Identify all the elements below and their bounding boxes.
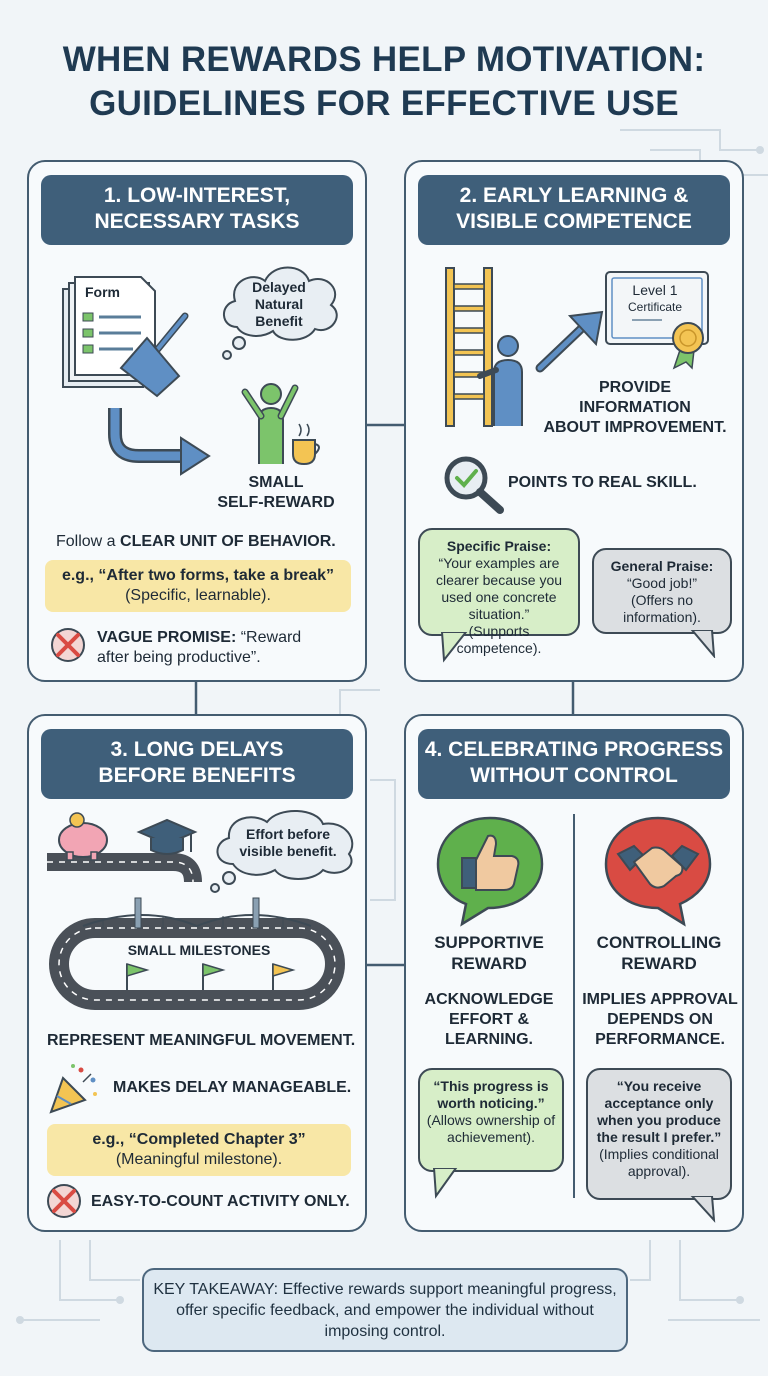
general-praise-bubble: General Praise: “Good job!” (Offers no i… [592, 548, 732, 634]
handshake-icon [604, 816, 712, 927]
milestone-example: e.g., “Completed Chapter 3” (Meaningful … [47, 1124, 351, 1176]
panel-2-header: 2. EARLY LEARNING & VISIBLE COMPETENCE [418, 175, 730, 245]
provide-information-label: PROVIDE INFORMATION ABOUT IMPROVEMENT. [543, 379, 727, 436]
effort-before-benefit-thought: Effort before visible benefit. [239, 826, 337, 859]
x-mark-icon [47, 1184, 81, 1218]
page-title: WHEN REWARDS HELP MOTIVATION: GUIDELINES… [0, 38, 768, 126]
title-line-1: WHEN REWARDS HELP MOTIVATION: [62, 40, 706, 79]
controlling-quote-tail [690, 1196, 716, 1223]
thumbs-up-icon [436, 816, 544, 927]
form-label: Form [85, 284, 120, 300]
acknowledge-effort: ACKNOWLEDGE EFFORT & LEARNING. [424, 991, 554, 1048]
ladder-climber-icon [445, 267, 523, 427]
supportive-reward-label: SUPPORTIVE REWARD [434, 933, 544, 973]
easy-to-count-warning: EASY-TO-COUNT ACTIVITY ONLY. [91, 1193, 350, 1210]
vague-promise-warning: VAGUE PROMISE: “Reward after being produ… [97, 629, 302, 666]
supportive-quote-tail [432, 1168, 458, 1199]
general-praise-tail [690, 630, 716, 658]
milestone-road-icon [47, 812, 345, 1010]
points-to-real-skill: POINTS TO REAL SKILL. [508, 474, 697, 491]
certificate-text: Level 1 Certificate [627, 282, 683, 314]
certificate-icon [605, 271, 709, 370]
implies-approval: IMPLIES APPROVAL DEPENDS ON PERFORMANCE. [582, 991, 738, 1048]
thought-cloud-icon [222, 266, 338, 360]
key-takeaway-box: KEY TAKEAWAY: Effective rewards support … [142, 1268, 628, 1352]
panel-4-header: 4. CELEBRATING PROGRESS WITHOUT CONTROL [418, 729, 730, 799]
specific-praise-tail [440, 632, 468, 663]
curved-arrow-icon [108, 408, 211, 476]
column-divider [573, 814, 575, 1198]
small-self-reward-label: SMALL SELF-REWARD [217, 474, 335, 511]
panel-long-delays: 3. LONG DELAYS BEFORE BENEFITS [27, 714, 367, 1232]
form-stack-icon [62, 276, 156, 388]
up-arrow-icon [535, 310, 604, 373]
panel-3-header: 3. LONG DELAYS BEFORE BENEFITS [41, 729, 353, 799]
title-line-2: GUIDELINES FOR EFFECTIVE USE [89, 84, 679, 123]
effort-thought-cloud [210, 809, 354, 893]
stretching-person-icon [241, 383, 320, 466]
panel-1-header: 1. LOW-INTEREST, NECESSARY TASKS [41, 175, 353, 245]
follow-clear-unit: Follow a CLEAR UNIT OF BEHAVIOR. [56, 533, 336, 550]
small-milestones-label: SMALL MILESTONES [99, 942, 299, 959]
panel-early-learning: 2. EARLY LEARNING & VISIBLE COMPETENCE L… [404, 160, 744, 682]
panel-celebrating-progress: 4. CELEBRATING PROGRESS WITHOUT CONTROL … [404, 714, 744, 1232]
represent-movement: REPRESENT MEANINGFUL MOVEMENT. [47, 1032, 356, 1049]
self-reward-example: e.g., “After two forms, take a break” (S… [45, 560, 351, 612]
party-popper-icon [49, 1064, 97, 1114]
panel-low-interest-tasks: 1. LOW-INTEREST, NECESSARY TASKS Form De… [27, 160, 367, 682]
magnifier-check-icon [444, 456, 504, 514]
dustpan-icon [119, 312, 189, 398]
makes-delay-manageable: MAKES DELAY MANAGEABLE. [113, 1079, 352, 1096]
key-takeaway-text: KEY TAKEAWAY: Effective rewards support … [153, 1281, 617, 1340]
delayed-benefit-thought: Delayed Natural Benefit [252, 279, 306, 329]
x-mark-icon [51, 628, 85, 662]
specific-praise-bubble: Specific Praise: “Your examples are clea… [418, 528, 580, 656]
supportive-quote-bubble: “This progress is worth noticing.” (Allo… [418, 1068, 564, 1172]
controlling-reward-label: CONTROLLING REWARD [596, 933, 722, 973]
controlling-quote-bubble: “You receive acceptance only when you pr… [586, 1068, 732, 1200]
